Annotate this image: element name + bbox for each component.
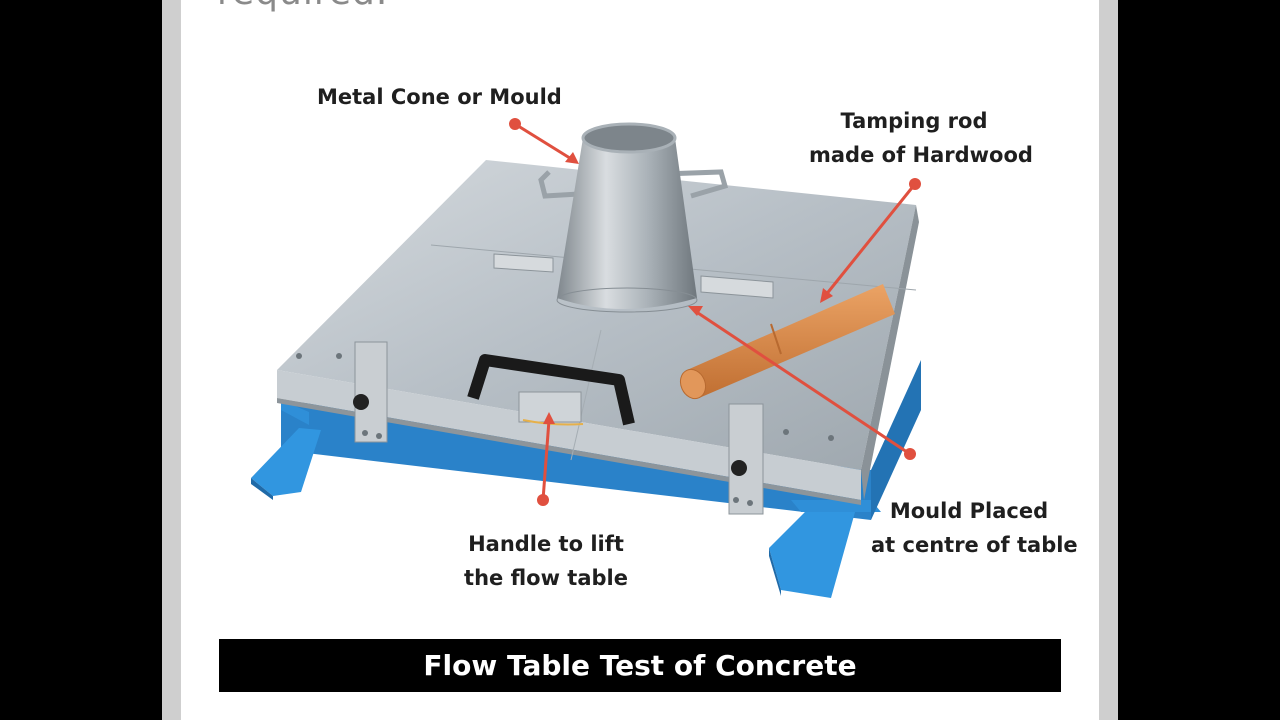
label-tamping-rod-line2: made of Hardwood xyxy=(809,143,1033,167)
cone-guide-bars xyxy=(493,253,774,299)
label-metal-cone-text: Metal Cone or Mould xyxy=(317,85,562,109)
label-handle: Handle to lift the flow table xyxy=(451,527,641,595)
pointer-cone xyxy=(509,118,579,164)
pointer-tamping-rod xyxy=(820,178,921,303)
flow-table-illustration xyxy=(251,118,921,598)
caption-text: Flow Table Test of Concrete xyxy=(423,649,857,682)
label-handle-line2: the flow table xyxy=(464,566,628,590)
content-page: required. xyxy=(181,0,1099,720)
front-latch-left xyxy=(353,341,388,443)
label-tamping-rod: Tamping rod made of Hardwood xyxy=(809,104,1033,172)
metal-cone xyxy=(538,122,729,313)
blue-base-frame xyxy=(251,360,921,598)
front-latch-right xyxy=(728,403,764,515)
label-mould-placed: Mould Placed at centre of table xyxy=(871,494,1078,562)
pointer-handle xyxy=(537,412,555,506)
lift-handle xyxy=(467,354,635,426)
steel-table-top xyxy=(277,160,919,505)
label-mould-placed-line1: Mould Placed xyxy=(889,499,1049,523)
label-metal-cone: Metal Cone or Mould xyxy=(317,80,562,114)
label-mould-placed-line2: at centre of table xyxy=(871,533,1078,557)
tamping-rod xyxy=(679,284,895,400)
label-handle-line1: Handle to lift xyxy=(468,532,624,556)
cut-off-heading-text: required. xyxy=(217,0,388,13)
pointer-mould-placed xyxy=(688,306,916,460)
label-tamping-rod-line1: Tamping rod xyxy=(840,109,988,133)
caption-bar: Flow Table Test of Concrete xyxy=(219,639,1061,692)
